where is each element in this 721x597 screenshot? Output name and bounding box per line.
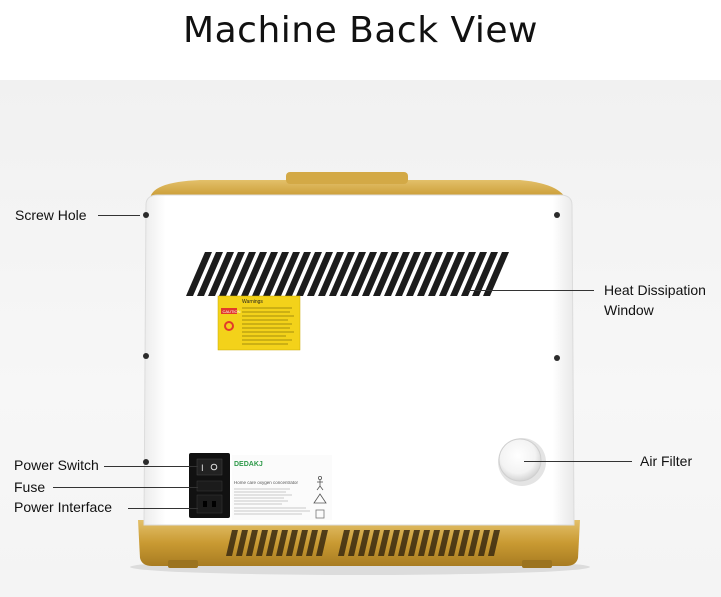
warning-title-text: Warnings [242,299,263,305]
screw-hole-leader [98,215,140,216]
screw-hole-top-left [143,212,149,218]
power-switch [196,458,223,476]
fuse-holder [196,480,223,492]
switch-on-symbol: I [201,464,204,474]
foot-left [168,560,198,568]
air-filter-knob [498,438,546,486]
air-filter-label: Air Filter [640,453,693,469]
rating-fine-print [234,488,310,515]
type-bf-icon [316,475,324,491]
lid-handle [286,172,408,184]
screw-hole-mid-left [143,353,149,359]
foot-right [522,560,552,568]
screw-hole-top-right [554,212,560,218]
caution-badge [221,308,237,314]
bottom-base [138,520,580,566]
product-name-text: Home care oxygen concentrator [234,480,299,485]
double-insulation-icon [315,509,325,519]
page-title: Machine Back View [183,10,538,51]
heat-window-leader [468,290,594,291]
air-filter-leader [524,461,632,462]
power-interface-leader [128,508,198,509]
heat-dissipation-label-line2: Window [604,302,654,318]
power-interface-socket [196,494,223,514]
caution-text: CAUTION [223,309,241,314]
brand-logo: DEDAKJ [234,461,263,468]
warning-triangle-icon [313,493,327,504]
caution-fine-print [242,307,294,345]
power-switch-leader [104,466,198,467]
heat-dissipation-label: Heat Dissipation [604,282,706,298]
power-module: I [189,453,230,518]
screw-holes [143,212,560,465]
bottom-vent [226,530,500,556]
power-interface-label: Power Interface [14,499,113,515]
caution-sticker: Warnings CAUTION [217,295,301,351]
screw-hole-mid-right [554,355,560,361]
switch-off-symbol [210,463,218,471]
screw-hole-low-left [143,459,149,465]
power-switch-label: Power Switch [14,457,99,473]
fuse-label: Fuse [14,479,46,495]
fuse-leader [53,487,198,488]
screw-hole-label: Screw Hole [15,207,87,223]
rating-label: DEDAKJ Home care oxygen concentrator [232,455,332,520]
heat-dissipation-window [186,252,509,296]
